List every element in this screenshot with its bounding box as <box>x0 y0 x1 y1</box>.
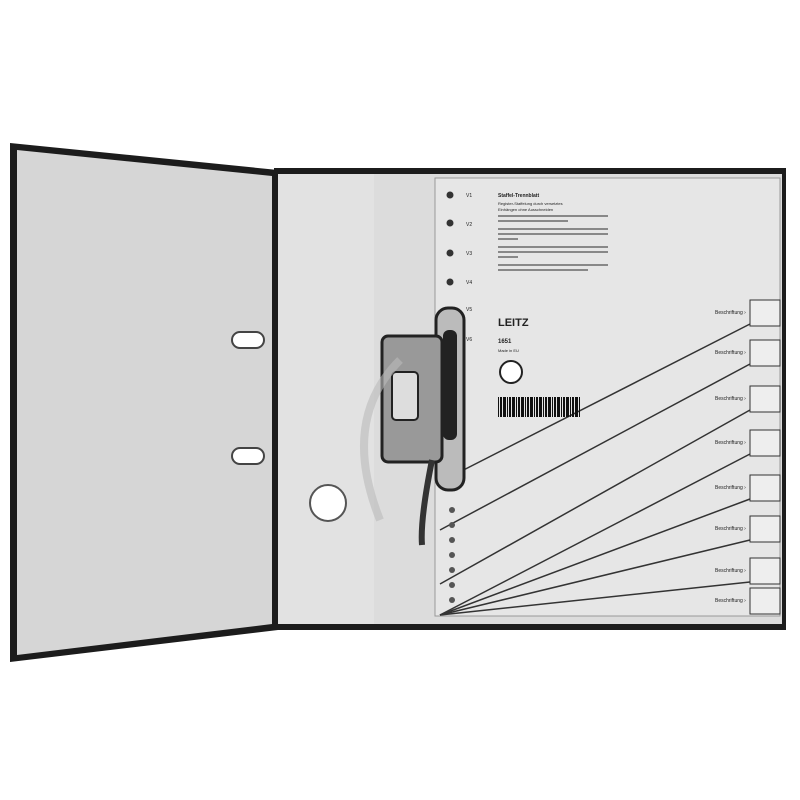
barcode-bar <box>534 397 535 417</box>
tab-label: Beschriftung › <box>715 440 746 446</box>
barcode-bar <box>518 397 520 417</box>
barcode <box>498 397 580 417</box>
punch-hole <box>449 567 455 573</box>
barcode-bar <box>527 397 529 417</box>
barcode-bar <box>498 397 499 417</box>
tab-label: Beschriftung › <box>715 396 746 402</box>
tab-label: Beschriftung › <box>715 526 746 532</box>
tab-diagonals <box>439 323 751 616</box>
tab-label: Beschriftung › <box>715 310 746 316</box>
position-labels: V1 V2 V3 V4 V5 V6 <box>466 193 472 343</box>
svg-text:V2: V2 <box>466 222 472 228</box>
divider-edge-line <box>439 323 751 483</box>
barcode-bar <box>575 397 578 417</box>
barcode-bar <box>566 397 569 417</box>
svg-text:V4: V4 <box>466 280 472 286</box>
svg-text:V6: V6 <box>466 337 472 343</box>
divider-tab[interactable]: Beschriftung › <box>715 385 781 413</box>
barcode-bar <box>530 397 533 417</box>
divider-tab[interactable]: Beschriftung › <box>715 515 781 543</box>
lever-arch-mechanism <box>360 306 466 546</box>
barcode-bar <box>570 397 571 417</box>
barcode-bar <box>512 397 515 417</box>
divider-tab[interactable]: Beschriftung › <box>715 299 781 327</box>
divider-edge-line <box>439 363 751 531</box>
origin-text: Made in EU <box>498 348 519 353</box>
punch-hole <box>449 597 455 603</box>
instruction-text-lines <box>498 215 608 271</box>
divider-title: Staffel-Trennblatt <box>498 193 539 199</box>
barcode-bar <box>543 397 544 417</box>
barcode-bar <box>552 397 553 417</box>
punch-hole <box>449 582 455 588</box>
barcode-bar <box>516 397 517 417</box>
ring-hole-top <box>231 331 265 349</box>
barcode-bar <box>525 397 526 417</box>
barcode-bar <box>503 397 506 417</box>
tab-label: Beschriftung › <box>715 350 746 356</box>
barcode-bar <box>509 397 511 417</box>
tab-label: Beschriftung › <box>715 598 746 604</box>
barcode-bar <box>539 397 542 417</box>
punch-hole <box>449 507 455 513</box>
barcode-bar <box>536 397 538 417</box>
eco-label-icon <box>499 360 523 384</box>
barcode-bar <box>563 397 565 417</box>
spine-panel <box>278 174 374 624</box>
divider-edge-line <box>439 453 751 616</box>
tab-label: Beschriftung › <box>715 485 746 491</box>
barcode-bar <box>507 397 508 417</box>
divider-subtitle: Register-Staffelung durch versetztes <box>498 201 563 206</box>
left-cover-inside <box>17 150 272 655</box>
punch-hole <box>449 522 455 528</box>
divider-edge-line <box>439 539 751 616</box>
barcode-bar <box>545 397 547 417</box>
svg-text:V1: V1 <box>466 193 472 199</box>
barcode-bar <box>548 397 551 417</box>
punch-hole <box>449 552 455 558</box>
divider-edge-line <box>439 409 751 585</box>
barcode-bar <box>554 397 556 417</box>
svg-text:V5: V5 <box>466 307 472 313</box>
tab-label: Beschriftung › <box>715 568 746 574</box>
divider-tab[interactable]: Beschriftung › <box>715 474 781 502</box>
divider-edge-line <box>439 498 751 616</box>
divider-tab[interactable]: Beschriftung › <box>715 339 781 367</box>
barcode-bar <box>500 397 502 417</box>
model-number: 1651 <box>498 339 512 345</box>
finger-hole <box>309 484 347 522</box>
divider-tab[interactable]: Beschriftung › <box>715 557 781 585</box>
ring-hole-bottom <box>231 447 265 465</box>
brand-logo: LEITZ <box>498 317 529 329</box>
barcode-bar <box>579 397 580 417</box>
barcode-bar <box>557 397 560 417</box>
svg-text:V3: V3 <box>466 251 472 257</box>
divider-subtitle: Einhängen ohne Ausschneiden <box>498 207 553 212</box>
punch-hole <box>449 537 455 543</box>
divider-tab[interactable]: Beschriftung › <box>715 429 781 457</box>
divider-tab[interactable]: Beschriftung › <box>715 587 781 615</box>
barcode-bar <box>521 397 524 417</box>
divider-edge-line <box>439 581 751 616</box>
barcode-bar <box>572 397 574 417</box>
punch-holes <box>446 191 454 286</box>
barcode-bar <box>561 397 562 417</box>
